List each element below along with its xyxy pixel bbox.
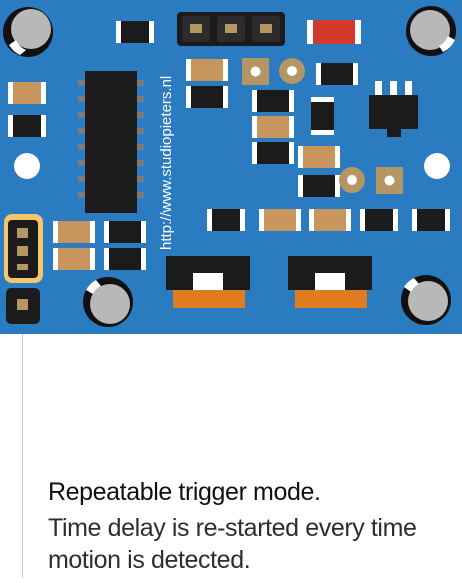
red-resistor <box>307 20 361 44</box>
through-hole-pad-square-1 <box>242 58 269 85</box>
capacitor-top-left <box>3 7 53 57</box>
mount-hole-left <box>14 153 40 179</box>
smd-row-1 <box>207 209 245 231</box>
trigger-mode-jumper <box>4 214 43 324</box>
smd-top-1 <box>116 21 154 43</box>
smd-left-1 <box>8 82 46 104</box>
voltage-regulator <box>369 81 418 137</box>
smd-left-2 <box>8 115 46 137</box>
smd-row-5 <box>412 209 450 231</box>
caption-title: Repeatable trigger mode. <box>48 478 321 506</box>
pin-header <box>177 12 285 46</box>
smd-row-4 <box>360 209 398 231</box>
smd-top-right-1 <box>316 63 358 85</box>
smd-vertical-1 <box>311 97 334 135</box>
through-hole-pad-square-2 <box>376 167 403 194</box>
smd-lower-left-1 <box>53 221 95 243</box>
smd-cluster-a2 <box>186 86 228 108</box>
smd-row-2 <box>259 209 301 231</box>
smd-center-5 <box>298 175 340 197</box>
smd-row-3 <box>309 209 351 231</box>
smd-cluster-a1 <box>186 59 228 81</box>
smd-lower-left-4 <box>104 248 146 270</box>
capacitor-top-right <box>406 6 456 56</box>
mount-hole-right <box>424 153 450 179</box>
smd-center-4 <box>298 146 340 168</box>
pointer-line <box>22 334 23 578</box>
capacitor-bottom-mid <box>83 277 133 327</box>
smd-lower-left-3 <box>53 248 95 270</box>
smd-lower-left-2 <box>104 221 146 243</box>
potentiometer-left <box>166 256 250 308</box>
watermark-text: http://www.studiopieters.nl <box>158 76 175 250</box>
caption-description: Time delay is re-started every time moti… <box>48 514 417 574</box>
potentiometer-right <box>288 256 372 308</box>
ic-chip <box>78 71 144 213</box>
capacitor-bottom-right <box>401 275 451 325</box>
through-hole-pad-round-2 <box>339 167 365 193</box>
smd-center-2 <box>252 116 294 138</box>
pir-sensor-board: http://www.studiopieters.nl <box>0 0 462 334</box>
smd-center-1 <box>252 90 294 112</box>
through-hole-pad-round-1 <box>279 58 305 84</box>
smd-center-3 <box>252 142 294 164</box>
